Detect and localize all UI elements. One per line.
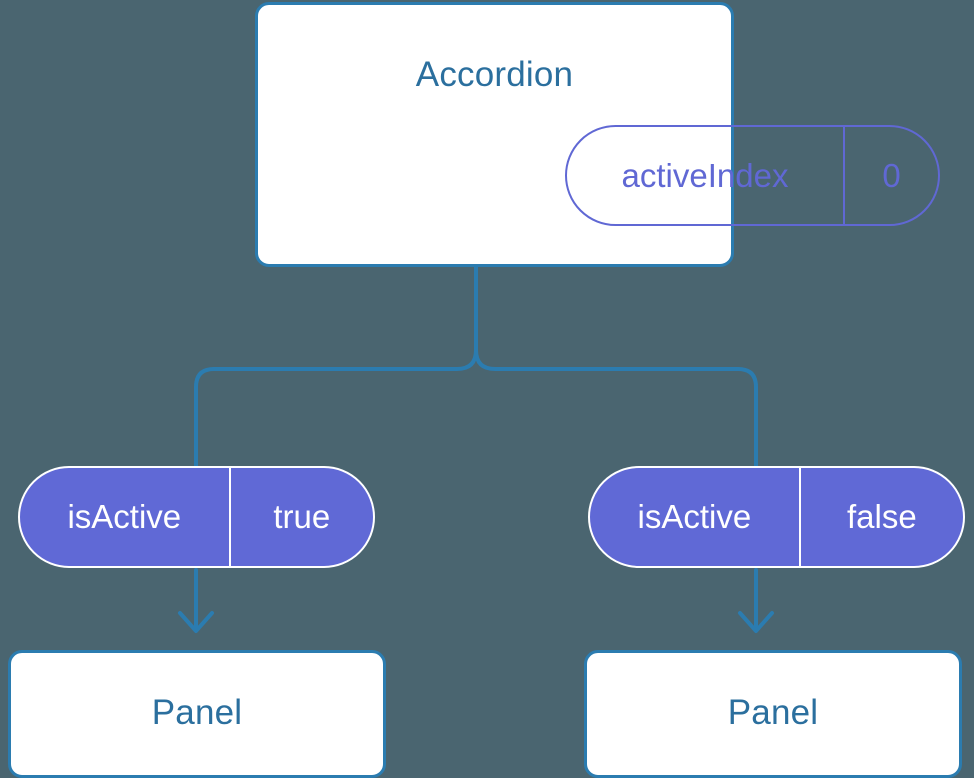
prop-pill-is-active-true[interactable]: isActive true	[18, 466, 375, 568]
arrow-head-left-icon	[178, 611, 214, 633]
panel-component-card-right[interactable]: Panel	[584, 650, 962, 778]
arrow-head-right-icon	[738, 611, 774, 633]
prop-pill-is-active-false[interactable]: isActive false	[588, 466, 965, 568]
prop-key-is-active-right: isActive	[590, 468, 801, 566]
prop-pill-active-index[interactable]: activeIndex 0	[565, 125, 940, 226]
prop-value-active-index: 0	[882, 156, 901, 194]
accordion-component-card[interactable]: Accordion activeIndex 0	[255, 2, 940, 267]
accordion-card-title: Accordion	[415, 55, 574, 94]
connector-root-to-right	[474, 265, 758, 468]
prop-value-is-active-left: true	[273, 498, 331, 535]
prop-key-is-active-left: isActive	[20, 468, 231, 566]
prop-value-is-active-right: false	[847, 498, 917, 535]
panel-component-card-left[interactable]: Panel	[8, 650, 386, 778]
panel-card-title-left: Panel	[151, 693, 243, 732]
connector-root-to-left	[194, 265, 478, 468]
prop-key-active-index: activeIndex	[567, 127, 846, 224]
panel-card-title-right: Panel	[727, 693, 819, 732]
